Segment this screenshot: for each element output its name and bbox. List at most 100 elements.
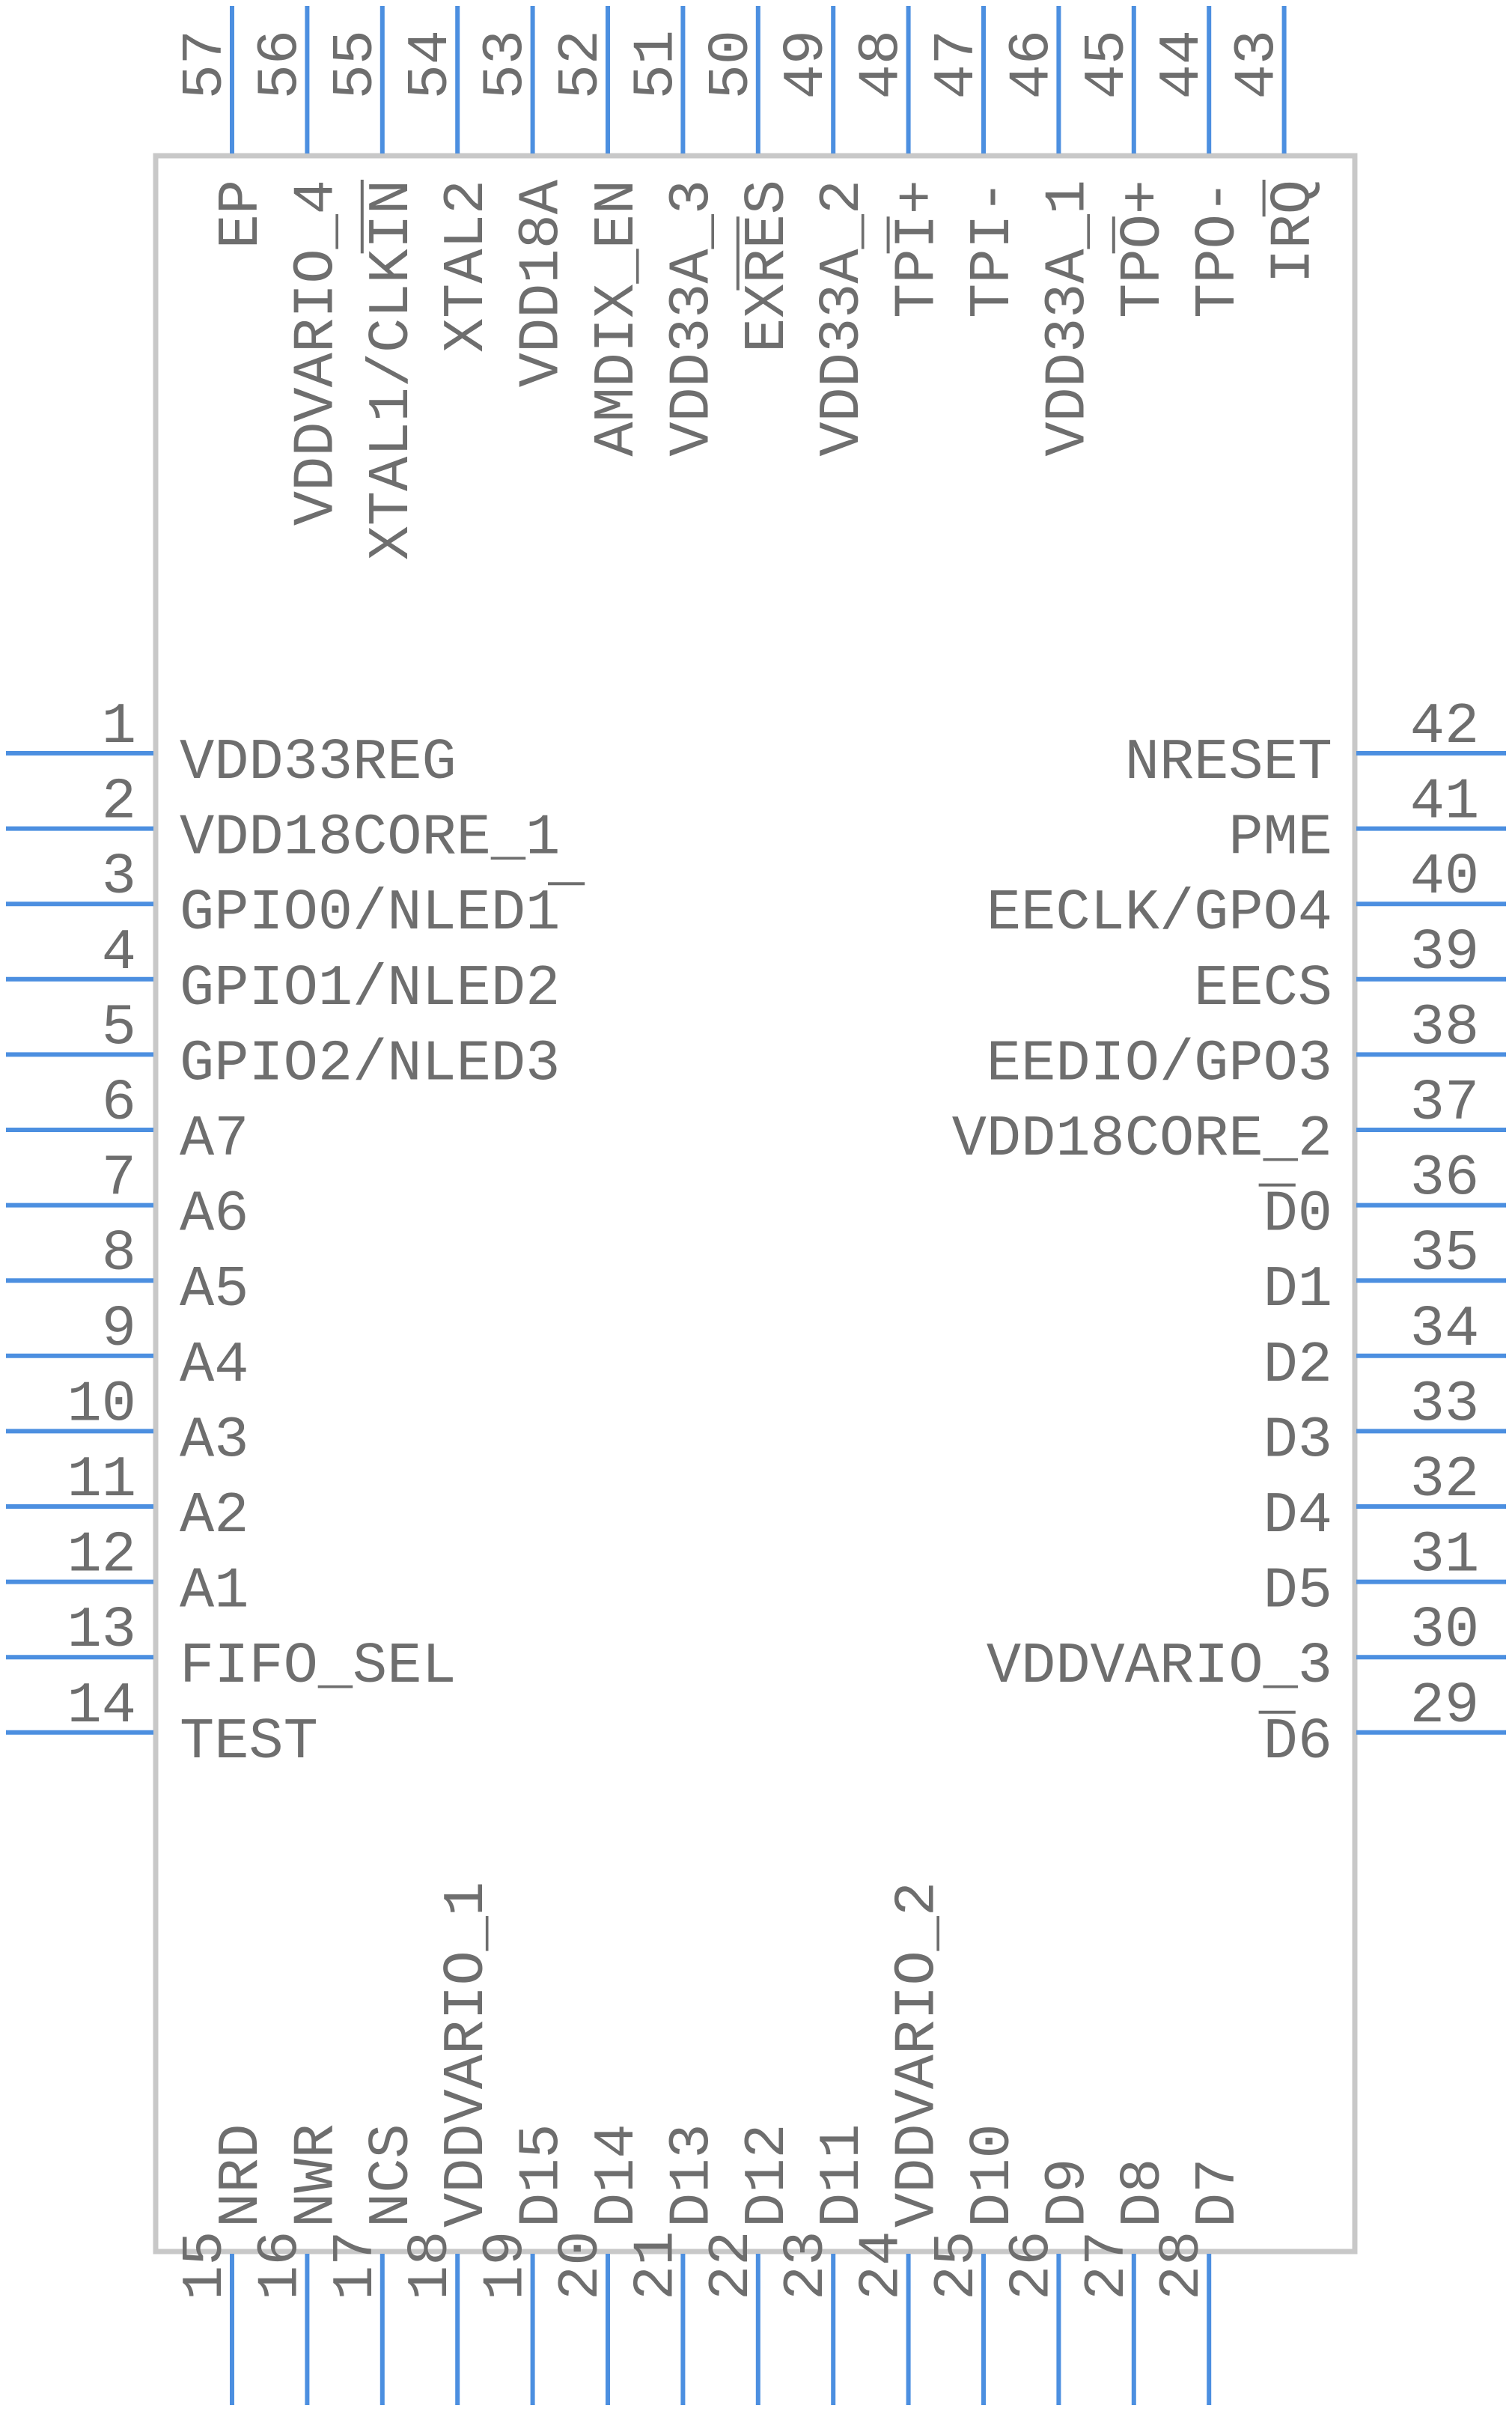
- pin-9-number: 9: [102, 1298, 136, 1363]
- pin-43-number: 43: [1226, 30, 1291, 99]
- pin-label-vdd33a-2: VDD33A_2: [811, 180, 876, 457]
- pin-label-vdd18core-2: VDD18CORE_2: [952, 1107, 1332, 1173]
- pin-32-number: 32: [1410, 1448, 1479, 1513]
- pin-label-tpi: TPI+: [886, 180, 951, 318]
- pin-label-vdd18core-1: VDD18CORE_1: [180, 806, 560, 872]
- pin-26-number: 26: [1000, 2231, 1065, 2300]
- pin-39-number: 39: [1410, 921, 1479, 986]
- pin-6-number: 6: [102, 1071, 136, 1137]
- pin-label-a2: A2: [180, 1484, 249, 1549]
- pin-label-vddvario-4: VDDVARIO_4: [284, 180, 350, 526]
- pin-label-vddvario-3: VDDVARIO_3: [987, 1635, 1332, 1700]
- pin-label-exres: EXRES: [736, 180, 801, 353]
- pin-label-vddvario-1: VDDVARIO_1: [435, 1882, 500, 2228]
- pin-42-number: 42: [1410, 695, 1479, 760]
- pin-1-number: 1: [102, 695, 136, 760]
- pin-label-d4: D4: [1263, 1484, 1332, 1549]
- pin-label-tpi: TPI-: [961, 180, 1026, 318]
- pin-label-vdd33a-1: VDD33A_1: [1036, 180, 1101, 457]
- pin-label-ep: EP: [210, 180, 275, 249]
- pin-48-number: 48: [850, 30, 915, 99]
- pin-8-number: 8: [102, 1222, 136, 1287]
- pin-49-number: 49: [775, 30, 840, 99]
- pin-12-number: 12: [67, 1524, 136, 1589]
- pin-41-number: 41: [1410, 770, 1479, 836]
- pin-label-tpo: TPO-: [1186, 180, 1252, 318]
- pin-label-test: TEST: [180, 1710, 318, 1775]
- pin-label-nreset: NRESET: [1125, 731, 1332, 796]
- pin-16-number: 16: [249, 2231, 314, 2300]
- pin-44-number: 44: [1150, 30, 1216, 99]
- pin-label-d5: D5: [1263, 1560, 1332, 1625]
- pin-label-irq: IRQ: [1262, 180, 1327, 284]
- pin-label-a3: A3: [180, 1408, 249, 1474]
- pin-label-xtal1-clkin: XTAL1/CLKIN: [360, 180, 425, 560]
- pin-label-d6: D6: [1263, 1710, 1332, 1775]
- pin-label-vdd33reg: VDD33REG: [180, 731, 457, 796]
- pin-33-number: 33: [1410, 1372, 1479, 1438]
- pin-24-number: 24: [850, 2231, 915, 2300]
- pin-38-number: 38: [1410, 996, 1479, 1061]
- pin-14-number: 14: [67, 1674, 136, 1739]
- pin-label-d3: D3: [1263, 1408, 1332, 1474]
- ic-body-outline: [153, 153, 1358, 2255]
- pin-47-number: 47: [925, 30, 990, 99]
- pin-34-number: 34: [1410, 1298, 1479, 1363]
- pin-57-number: 57: [174, 30, 239, 99]
- pin-11-number: 11: [67, 1448, 136, 1513]
- pin-29-number: 29: [1410, 1674, 1479, 1739]
- pin-label-pme: PME: [1228, 806, 1332, 872]
- pin-label-d2: D2: [1263, 1334, 1332, 1399]
- pin-label-gpio0-nled1: GPIO0/NLED1: [180, 881, 560, 946]
- pin-18-number: 18: [399, 2231, 464, 2300]
- pin-46-number: 46: [1000, 30, 1065, 99]
- pin-5-number: 5: [102, 996, 136, 1061]
- pin-label-gpio1-nled2: GPIO1/NLED2: [180, 957, 560, 1022]
- pin-label-d15: D15: [510, 2123, 576, 2228]
- pin-22-number: 22: [700, 2231, 765, 2300]
- pin-label-a1: A1: [180, 1560, 249, 1625]
- pin-30-number: 30: [1410, 1599, 1479, 1664]
- pin-51-number: 51: [624, 30, 689, 99]
- pin-45-number: 45: [1076, 30, 1141, 99]
- pin-label-vdd18a: VDD18A: [510, 179, 576, 387]
- pin-36-number: 36: [1410, 1147, 1479, 1212]
- pin-28-number: 28: [1150, 2231, 1216, 2300]
- pin-23-number: 23: [775, 2231, 840, 2300]
- pin-4-number: 4: [102, 921, 136, 986]
- pin-label-tpo: TPO+: [1112, 180, 1177, 318]
- pin-53-number: 53: [475, 30, 540, 99]
- pin-label-d9: D9: [1036, 2159, 1101, 2228]
- pin-label-gpio2-nled3: GPIO2/NLED3: [180, 1032, 560, 1097]
- pin-25-number: 25: [925, 2231, 990, 2300]
- pin-label-d1: D1: [1263, 1258, 1332, 1323]
- pin-31-number: 31: [1410, 1524, 1479, 1589]
- pin-21-number: 21: [624, 2231, 689, 2300]
- pin-label-amdix-en: AMDIX_EN: [585, 180, 650, 457]
- pin-label-ncs: NCS: [360, 2123, 425, 2228]
- pin-15-number: 15: [174, 2231, 239, 2300]
- pin-56-number: 56: [249, 30, 314, 99]
- pin-label-d10: D10: [961, 2123, 1026, 2228]
- pin-54-number: 54: [399, 30, 464, 99]
- pin-label-d8: D8: [1112, 2159, 1177, 2228]
- pin-label-a5: A5: [180, 1258, 249, 1323]
- pin-35-number: 35: [1410, 1222, 1479, 1287]
- pin-label-nwr: NWR: [284, 2123, 350, 2228]
- pin-label-d12: D12: [736, 2123, 801, 2228]
- pin-10-number: 10: [67, 1372, 136, 1438]
- pin-2-number: 2: [102, 770, 136, 836]
- pin-label-d13: D13: [660, 2123, 725, 2228]
- pin-52-number: 52: [549, 30, 615, 99]
- pin-20-number: 20: [549, 2231, 615, 2300]
- pin-label-fifo-sel: FIFO_SEL: [180, 1635, 457, 1700]
- pin-label-eeclk-gpo4: EECLK/GPO4: [987, 881, 1332, 946]
- pin-label-vddvario-2: VDDVARIO_2: [886, 1882, 951, 2228]
- pin-19-number: 19: [475, 2231, 540, 2300]
- pin-50-number: 50: [700, 30, 765, 99]
- pin-17-number: 17: [324, 2231, 389, 2300]
- pin-55-number: 55: [324, 30, 389, 99]
- pin-3-number: 3: [102, 845, 136, 910]
